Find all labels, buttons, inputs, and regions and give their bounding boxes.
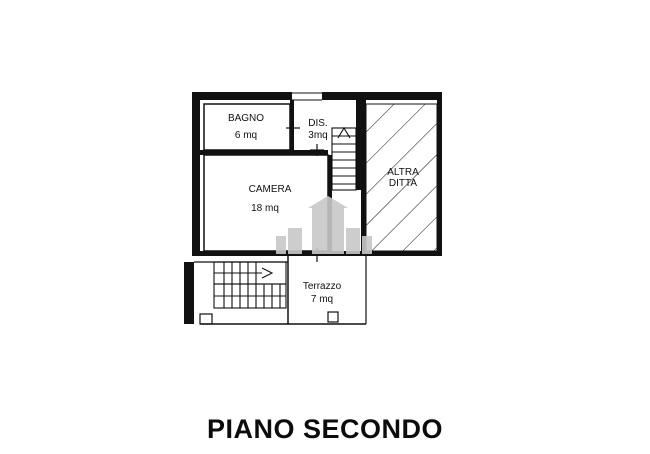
stair-lower <box>213 261 287 309</box>
terrazzo-area: 7 mq <box>311 294 333 305</box>
camera-name: CAMERA <box>249 184 292 195</box>
camera-area: 18 mq <box>251 203 279 214</box>
bagno-area: 6 mq <box>235 130 257 141</box>
dis-area: 3mq <box>308 130 327 141</box>
floor-title: PIANO SECONDO <box>206 414 444 444</box>
bagno-name: BAGNO <box>228 113 264 124</box>
altra-line2: DITTA <box>389 178 417 189</box>
stair-upper <box>331 126 357 191</box>
altra-ditta-hatch <box>365 103 438 252</box>
altra-line1: ALTRA <box>387 167 419 178</box>
dis-name: DIS. <box>308 118 327 129</box>
terrazzo-name: Terrazzo <box>303 281 342 292</box>
building-logo-icon <box>276 196 372 254</box>
